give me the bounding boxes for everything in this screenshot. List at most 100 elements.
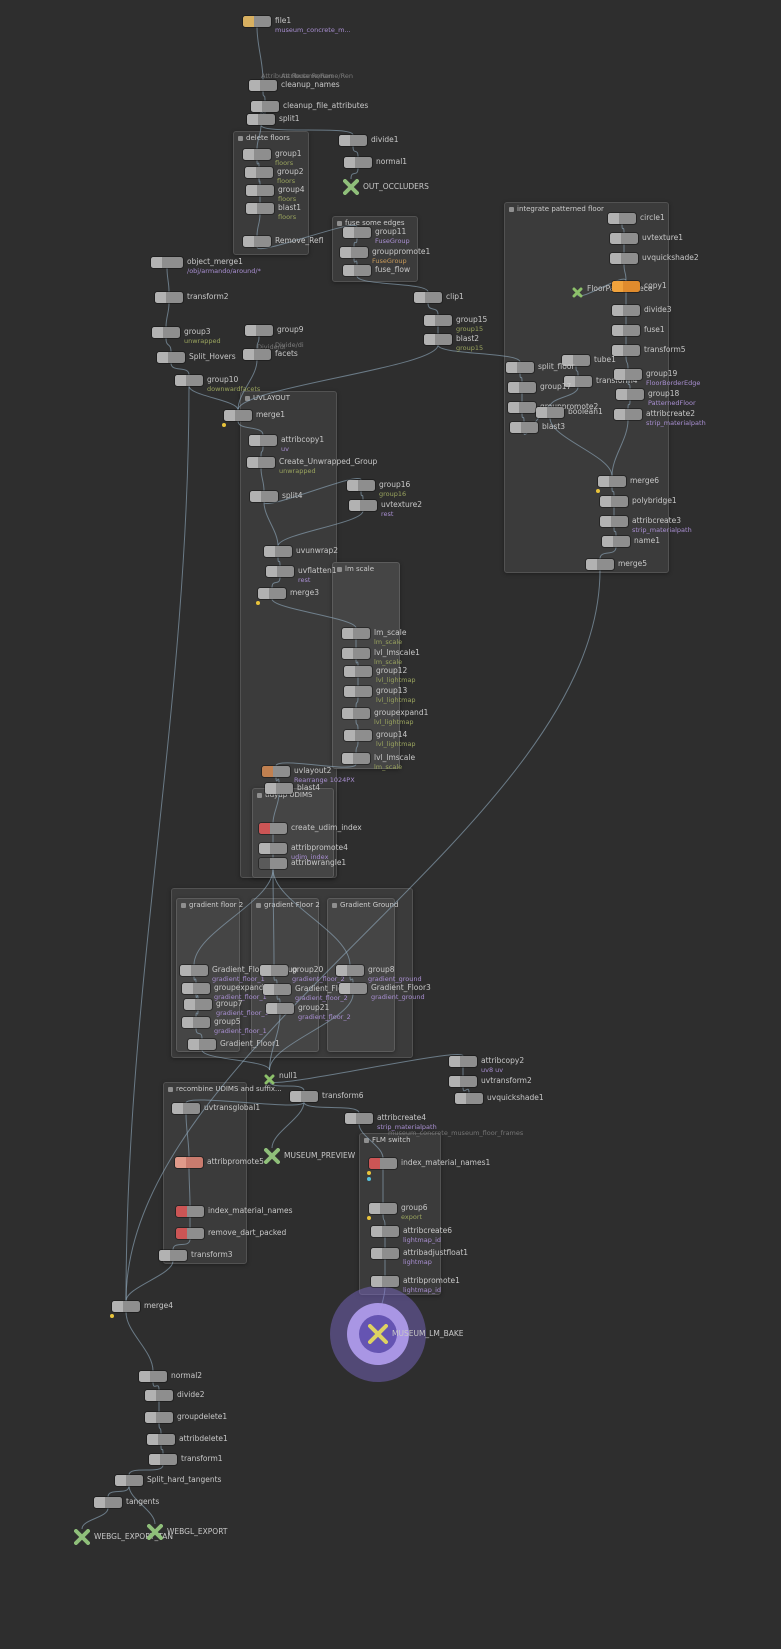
node-merge3[interactable]: merge3 — [256, 588, 319, 605]
node-normal1[interactable]: normal1 — [344, 157, 407, 168]
node-FloorPatternPiece[interactable]: FloorPatternPiece — [572, 283, 652, 302]
node-divide1[interactable]: divide1 — [339, 135, 399, 146]
node-Split_Hovers[interactable]: Split_Hovers — [157, 352, 236, 363]
node-divide2[interactable]: divide2 — [145, 1390, 205, 1401]
node-uvquickshade2[interactable]: uvquickshade2 — [610, 253, 699, 264]
node-MUSEUM_LM_BAKE[interactable]: MUSEUM_LM_BAKE — [368, 1324, 464, 1348]
node-uvtransform2[interactable]: uvtransform2 — [449, 1076, 532, 1087]
node-attribdelete1[interactable]: attribdelete1 — [147, 1434, 228, 1445]
node-grouppromote2[interactable]: grouppromote2 — [508, 402, 598, 413]
node-transform4[interactable]: transform4 — [564, 376, 638, 387]
node-uvtransglobal1[interactable]: uvtransglobal1 — [172, 1103, 260, 1114]
node-blast3[interactable]: blast3 — [510, 422, 565, 433]
node-Gradient_Floor1[interactable]: Gradient_Floor1 — [188, 1039, 280, 1050]
node-divide3[interactable]: divide3 — [612, 305, 672, 316]
node-fuse1[interactable]: fuse1 — [612, 325, 665, 336]
node-Split_hard_tangents[interactable]: Split_hard_tangents — [115, 1475, 221, 1486]
node-WEBGL_EXPORT[interactable]: WEBGL_EXPORT — [147, 1524, 227, 1544]
node-polybridge1[interactable]: polybridge1 — [600, 496, 677, 507]
node-cleanup_file_attributes[interactable]: cleanup_file_attributes — [251, 101, 368, 112]
node-merge6[interactable]: merge6 — [596, 476, 659, 493]
node-merge5[interactable]: merge5 — [586, 559, 647, 570]
node-remove_dart_packed[interactable]: remove_dart_packed — [176, 1228, 286, 1239]
node-transform3[interactable]: transform3 — [159, 1250, 233, 1261]
node-group17[interactable]: group17 — [508, 382, 571, 393]
node-uvtexture1[interactable]: uvtexture1 — [610, 233, 683, 244]
node-normal2[interactable]: normal2 — [139, 1371, 202, 1382]
node-uvquickshade1[interactable]: uvquickshade1 — [455, 1093, 544, 1104]
node-split1[interactable]: split1 — [247, 114, 300, 125]
node-create_udim_index[interactable]: create_udim_index — [259, 823, 362, 834]
node-index_material_names1[interactable]: index_material_names1 — [367, 1158, 490, 1181]
node-fuse_flow[interactable]: fuse_flow — [343, 265, 410, 276]
node-attribpromote5[interactable]: attribpromote5 — [175, 1157, 264, 1168]
node-transform1[interactable]: transform1 — [149, 1454, 223, 1465]
node-tube1[interactable]: tube1 — [562, 355, 616, 366]
node-boolean1[interactable]: boolean1 — [536, 407, 603, 418]
node-split_floor[interactable]: split_floor — [506, 362, 575, 373]
node-Remove_Refl[interactable]: Remove_Refl — [243, 236, 323, 247]
node-index_material_names[interactable]: index_material_names — [176, 1206, 293, 1217]
node-merge1[interactable]: merge1 — [222, 410, 285, 427]
node-MUSEUM_PREVIEW[interactable]: MUSEUM_PREVIEW — [264, 1148, 355, 1168]
node-null1[interactable]: null1 — [264, 1070, 297, 1089]
node-object_merge1[interactable]: object_merge1/obj/armando/around/* — [151, 257, 261, 275]
node-tangents[interactable]: tangents — [94, 1497, 159, 1508]
node-split4[interactable]: split4 — [250, 491, 303, 502]
node-transform5[interactable]: transform5 — [612, 345, 686, 356]
node-merge4[interactable]: merge4 — [110, 1301, 173, 1318]
node-OUT_OCCLUDERS[interactable]: OUT_OCCLUDERS — [343, 179, 429, 199]
node-uvunwrap2[interactable]: uvunwrap2 — [264, 546, 338, 557]
node-group9[interactable]: group9 — [245, 325, 304, 336]
node-WEBGL_EXPORT_TAN[interactable]: WEBGL_EXPORT_TAN — [74, 1529, 173, 1549]
node-circle1[interactable]: circle1 — [608, 213, 665, 224]
node-clip1[interactable]: clip1 — [414, 292, 464, 303]
node-attribwrangle1[interactable]: attribwrangle1 — [259, 858, 346, 869]
node-blast4[interactable]: blast4 — [265, 783, 320, 794]
